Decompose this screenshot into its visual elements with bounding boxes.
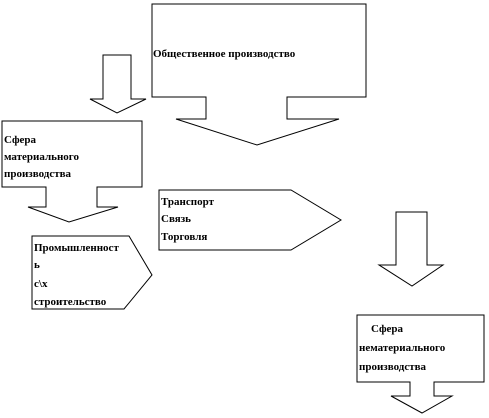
industries-line4: строительство xyxy=(34,296,107,308)
industries-line1: Промышленност xyxy=(34,242,119,254)
services-line1: Транспорт xyxy=(161,196,215,208)
material-sphere-line1: Сфера xyxy=(4,134,37,146)
public-production-label: Общественное производство xyxy=(153,48,296,60)
services-node: Транспорт Связь Торговля xyxy=(158,189,342,251)
material-sphere-node: Сфера материального производства xyxy=(1,120,143,223)
public-production-node: Общественное производство xyxy=(151,3,367,146)
down-arrow-right xyxy=(377,211,445,287)
material-sphere-line2: материального xyxy=(4,151,80,163)
down-arrow-left xyxy=(89,54,147,114)
services-line2: Связь xyxy=(161,213,191,225)
nonmaterial-sphere-line2: нематериального xyxy=(359,342,446,354)
nonmaterial-sphere-node: Сфера нематериального производства xyxy=(356,314,485,414)
nonmaterial-sphere-line3: производства xyxy=(359,361,427,373)
material-sphere-line3: производства xyxy=(4,168,72,180)
services-line3: Торговля xyxy=(161,231,207,243)
industries-node: Промышленност ь с\х строительство xyxy=(31,235,153,310)
nonmaterial-sphere-line1: Сфера xyxy=(371,323,404,335)
industries-line3: с\х xyxy=(34,278,48,290)
industries-line2: ь xyxy=(34,259,40,271)
